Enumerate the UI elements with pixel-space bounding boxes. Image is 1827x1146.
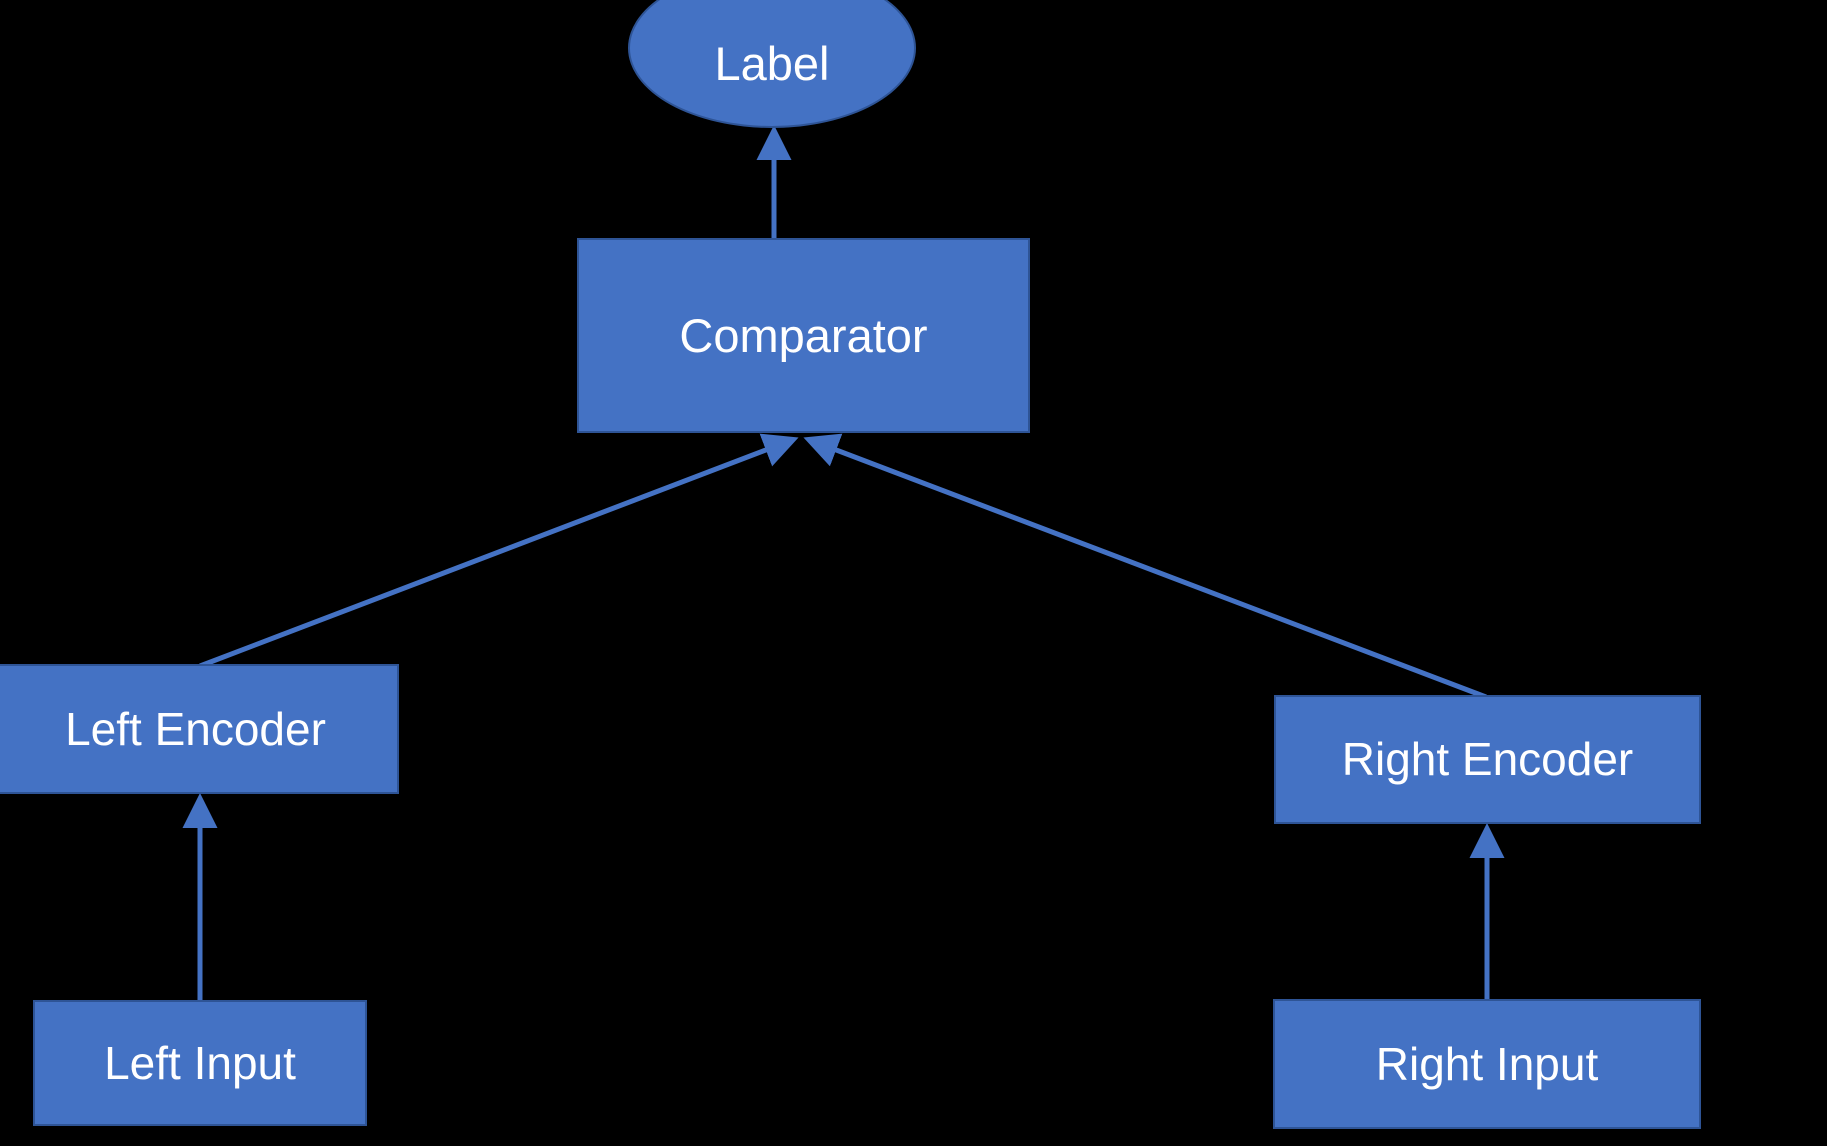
node-left-encoder-text: Left Encoder (65, 702, 326, 755)
node-comparator-text: Comparator (679, 308, 928, 362)
node-label-text: Label (714, 37, 830, 91)
node-right-encoder[interactable]: Right Encoder (1274, 695, 1701, 824)
node-comparator[interactable]: Comparator (577, 238, 1030, 433)
node-right-input-text: Right Input (1375, 1037, 1599, 1090)
node-label[interactable]: Label (628, 0, 916, 128)
edge-left-encoder-to-comparator (199, 433, 799, 669)
node-right-input[interactable]: Right Input (1273, 999, 1701, 1129)
edge-right-encoder-to-comparator (803, 433, 1487, 700)
node-right-encoder-text: Right Encoder (1341, 733, 1634, 786)
node-left-encoder[interactable]: Left Encoder (0, 664, 399, 794)
node-left-input-text: Left Input (104, 1036, 296, 1089)
node-left-input[interactable]: Left Input (33, 1000, 367, 1126)
